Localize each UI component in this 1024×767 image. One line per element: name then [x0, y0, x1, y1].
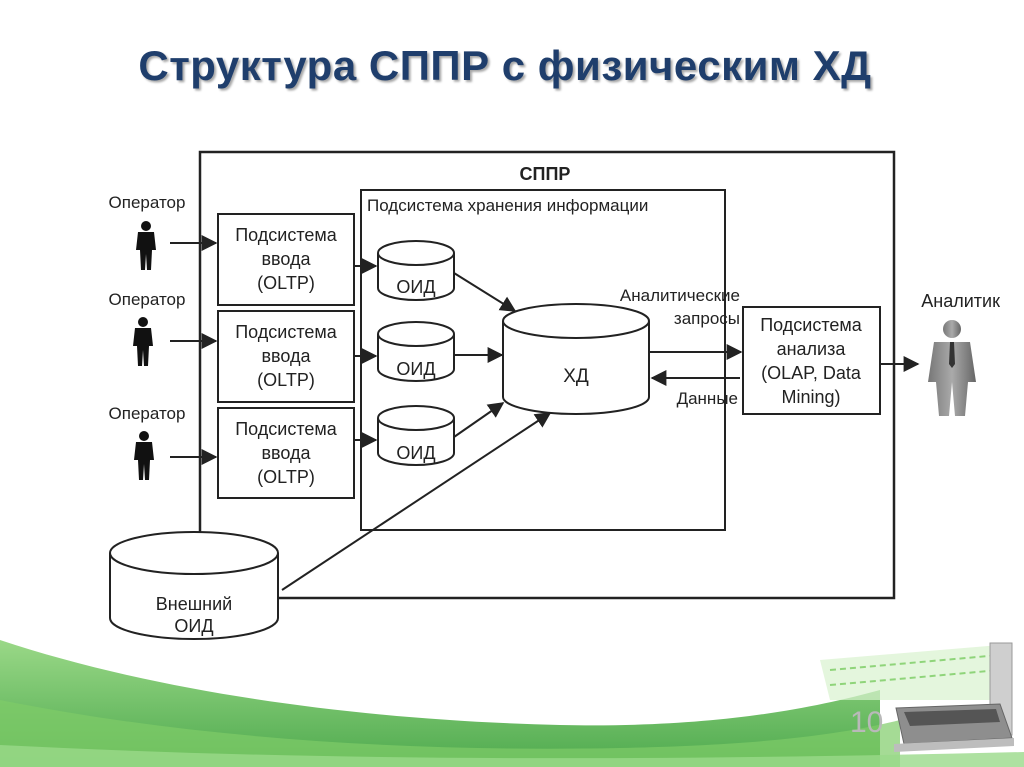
- input-subsystem-line: Подсистема: [235, 419, 338, 439]
- person-icon: [136, 221, 156, 270]
- analytic-queries-label: запросы: [674, 309, 740, 328]
- oid-label: ОИД: [396, 277, 435, 297]
- input-to-oid-arrows: [354, 258, 378, 448]
- oid-label: ОИД: [396, 359, 435, 379]
- storage-subsystem-frame: [360, 189, 726, 531]
- operator-arrows: [170, 235, 218, 465]
- dss-frame: [198, 150, 896, 600]
- analytic-queries-label: Аналитические: [620, 286, 740, 305]
- dss-label: СППР: [520, 164, 571, 184]
- input-subsystem-line: ввода: [261, 346, 311, 366]
- input-subsystem-1: Подсистема ввода (OLTP): [217, 213, 355, 306]
- input-subsystem-line: (OLTP): [257, 467, 315, 487]
- external-oid-cylinder: Внешний ОИД: [109, 531, 279, 640]
- oid-cylinder-1: ОИД: [377, 240, 455, 301]
- input-subsystem-line: Подсистема: [235, 225, 338, 245]
- warehouse-analysis-arrows: [650, 344, 743, 386]
- operator-1: Оператор: [109, 193, 186, 270]
- input-subsystem-line: (OLTP): [257, 370, 315, 390]
- person-icon: [133, 317, 153, 366]
- input-subsystem-3: Подсистема ввода (OLTP): [217, 407, 355, 499]
- analysis-subsystem-line: Подсистема: [760, 315, 863, 335]
- data-warehouse-cylinder: ХД: [502, 303, 650, 415]
- input-subsystem-line: (OLTP): [257, 273, 315, 293]
- operator-label: Оператор: [109, 193, 186, 212]
- data-warehouse-label: ХД: [563, 366, 589, 387]
- analyst: Аналитик: [921, 291, 1000, 416]
- operator-2: Оператор: [109, 290, 186, 366]
- input-subsystem-line: Подсистема: [235, 322, 338, 342]
- laptop-icon: [894, 642, 1014, 752]
- analyst-person-icon: [928, 320, 976, 416]
- input-subsystem-2: Подсистема ввода (OLTP): [217, 310, 355, 403]
- analysis-subsystem-line: Mining): [781, 387, 840, 407]
- page-number: 10: [850, 706, 884, 739]
- oid-cylinder-3: ОИД: [377, 405, 455, 466]
- oid-cylinder-2: ОИД: [377, 321, 455, 382]
- oid-to-warehouse-arrows: [281, 272, 552, 591]
- green-wave-decoration: [0, 640, 1024, 767]
- oid-label: ОИД: [396, 443, 435, 463]
- operator-3: Оператор: [109, 404, 186, 480]
- slide-title: Структура СППР с физическим ХД: [138, 42, 872, 89]
- operator-label: Оператор: [109, 290, 186, 309]
- external-oid-label: ОИД: [174, 616, 213, 636]
- operator-label: Оператор: [109, 404, 186, 423]
- external-oid-label: Внешний: [156, 594, 232, 614]
- analysis-subsystem: Подсистема анализа (OLAP, Data Mining): [742, 306, 881, 415]
- storage-subsystem-label: Подсистема хранения информации: [367, 196, 648, 215]
- person-icon: [134, 431, 154, 480]
- input-subsystem-line: ввода: [261, 443, 311, 463]
- analysis-subsystem-line: анализа: [777, 339, 847, 359]
- input-subsystem-line: ввода: [261, 249, 311, 269]
- analysis-subsystem-line: (OLAP, Data: [761, 363, 862, 383]
- analyst-label: Аналитик: [921, 291, 1000, 311]
- data-flow-label: Данные: [677, 389, 738, 408]
